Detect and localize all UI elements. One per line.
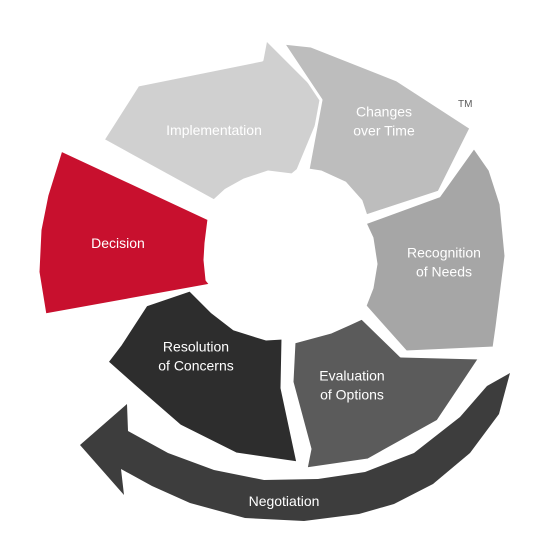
label-recognition-of-needs-line-1: Recognition [407, 245, 481, 261]
segment-resolution-of-concerns [105, 288, 300, 465]
segment-implementation [101, 37, 329, 203]
segment-decision [36, 148, 213, 317]
label-implementation: Implementation [166, 122, 262, 138]
label-evaluation-of-options-line-2: of Options [320, 387, 384, 403]
trademark-symbol: TM [458, 99, 472, 110]
label-negotiation: Negotiation [249, 493, 320, 509]
label-recognition-of-needs-line-2: of Needs [416, 264, 472, 280]
label-resolution-of-concerns-line-2: of Concerns [158, 358, 233, 374]
label-changes-over-time-line-1: Changes [356, 104, 412, 120]
segment-evaluation-of-options [290, 316, 482, 471]
segment-recognition-of-needs [363, 145, 508, 354]
label-changes-over-time-line-2: over Time [353, 123, 415, 139]
label-decision: Decision [91, 235, 145, 251]
negotiation-arrow [80, 373, 510, 521]
segment-changes-over-time [281, 41, 473, 218]
label-resolution-of-concerns-line-1: Resolution [163, 339, 229, 355]
label-evaluation-of-options-line-1: Evaluation [319, 368, 384, 384]
